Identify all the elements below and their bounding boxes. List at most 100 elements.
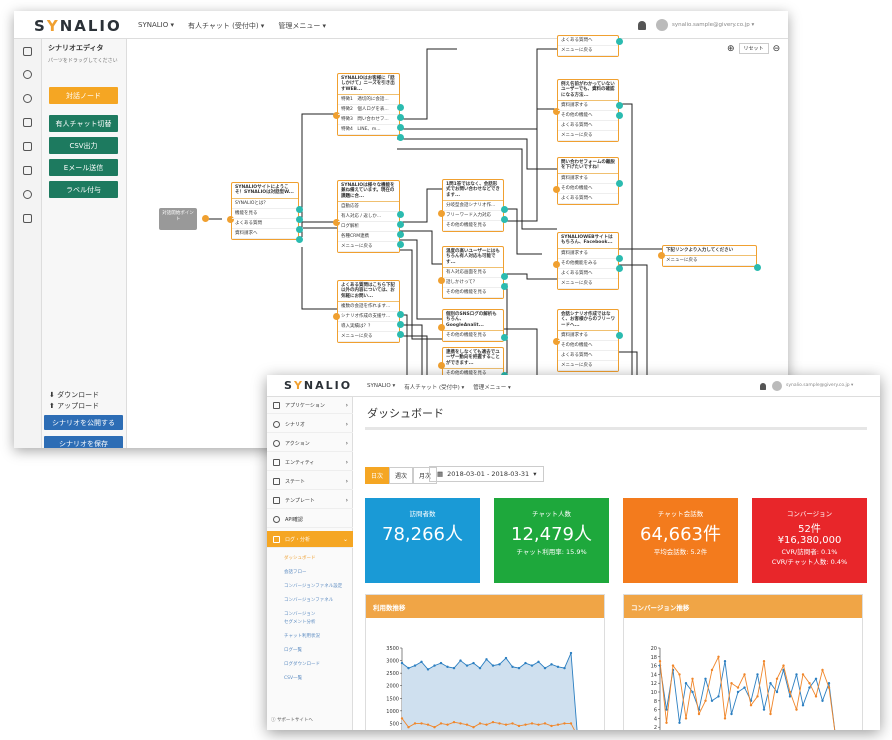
dialog-node[interactable]: 個別のSNSログの解析もちろん、GoogleAnalit... その他の機能を見…: [438, 309, 508, 343]
dialog-node[interactable]: 1問1答ではなく、会話形式でお問い合わせなどできます... 分岐型会話シナリオ作…: [438, 179, 508, 233]
dialog-node[interactable]: SYNALIOはお客様に「話しかけて」ニーズを引き出すWEB... 特徴1 適切…: [333, 73, 404, 141]
node-out-port[interactable]: [296, 236, 303, 243]
node-in-port[interactable]: [438, 362, 445, 369]
submenu-log-download[interactable]: ログダウンロード: [284, 662, 320, 667]
node-out-port[interactable]: [616, 255, 623, 262]
node-out-port[interactable]: [397, 221, 404, 228]
avatar[interactable]: [656, 19, 668, 31]
nav-live-chat-menu[interactable]: 有人チャット (受付中) ▾: [404, 385, 465, 391]
submenu-funnel[interactable]: コンバージョンファネル: [284, 598, 334, 603]
table-icon[interactable]: [23, 118, 32, 127]
dialog-node[interactable]: 温度の高いユーザーにはもちろん有人対応も可能です... 有人対応画面を見る 話し…: [438, 246, 508, 300]
dialog-node[interactable]: SYNALIOは様々な機能を兼ね備えています。現在の課題に合... 自動応答 有…: [333, 180, 404, 254]
node-out-port[interactable]: [616, 332, 623, 339]
node-out-port[interactable]: [616, 102, 623, 109]
save-scenario-button[interactable]: シナリオを保存: [44, 436, 123, 448]
node-out-port[interactable]: [397, 134, 404, 141]
target-icon[interactable]: [23, 94, 32, 103]
nav-admin-menu[interactable]: 管理メニュー ▾: [473, 385, 511, 391]
publish-scenario-button[interactable]: シナリオを公開する: [44, 415, 123, 430]
node-in-port[interactable]: [553, 108, 560, 115]
node-in-port[interactable]: [438, 210, 445, 217]
node-in-port[interactable]: [333, 112, 340, 119]
submenu-chat-usage[interactable]: チャット利用状況: [284, 634, 320, 639]
sidebar-item-template[interactable]: テンプレート›: [267, 492, 353, 509]
node-in-port[interactable]: [333, 313, 340, 320]
node-in-port[interactable]: [553, 338, 560, 345]
nav-admin-menu[interactable]: 管理メニュー ▾: [278, 22, 327, 30]
submenu-conversion[interactable]: コンバージョン: [284, 612, 316, 617]
dialog-node[interactable]: 問い合わせフォームの離脱を下げたいですね！ 資料請求する その他の機能へ よくあ…: [553, 157, 623, 205]
node-out-port[interactable]: [397, 231, 404, 238]
node-in-port[interactable]: [438, 277, 445, 284]
node-out-port[interactable]: [754, 264, 761, 271]
node-out-port[interactable]: [501, 216, 508, 223]
node-out-port[interactable]: [397, 114, 404, 121]
node-in-port[interactable]: [438, 324, 445, 331]
archive-icon[interactable]: [23, 214, 32, 223]
node-out-port[interactable]: [397, 331, 404, 338]
submenu-segment-analysis[interactable]: セグメント分析: [284, 620, 316, 625]
node-out-port[interactable]: [397, 241, 404, 248]
user-menu[interactable]: synalio.sample@givery.co.jp ▾: [672, 22, 755, 28]
sidebar-item-log-analysis[interactable]: ログ・分析⌄: [267, 531, 353, 548]
node-out-port[interactable]: [296, 216, 303, 223]
cube-icon[interactable]: [23, 47, 32, 56]
nav-live-chat-menu[interactable]: 有人チャット (受付中) ▾: [187, 22, 265, 30]
sidebar-item-api[interactable]: API確認: [267, 511, 353, 528]
node-out-port[interactable]: [296, 226, 303, 233]
synalio-logo[interactable]: SYNALIO: [34, 17, 122, 35]
node-out-port[interactable]: [501, 206, 508, 213]
node-out-port[interactable]: [397, 321, 404, 328]
node-out-port[interactable]: [501, 334, 508, 341]
submenu-conversation-flow[interactable]: 会話フロー: [284, 570, 307, 575]
submenu-funnel-settings[interactable]: コンバージョンファネル設定: [284, 584, 343, 589]
synalio-logo[interactable]: SYNALIO: [284, 379, 353, 392]
submenu-dashboard[interactable]: ダッシュボード: [284, 556, 316, 561]
support-link[interactable]: ⓘ サポートサイトへ: [271, 718, 313, 723]
sidebar-item-state[interactable]: ステート›: [267, 473, 353, 490]
csv-output-button[interactable]: CSV出力: [49, 137, 118, 154]
sidebar-item-action[interactable]: アクション›: [267, 435, 353, 452]
sidebar-item-scenario[interactable]: シナリオ›: [267, 416, 353, 433]
node-out-port[interactable]: [397, 104, 404, 111]
dialog-start-point[interactable]: 対話開始ポイント: [159, 208, 197, 230]
book-icon[interactable]: [23, 166, 32, 175]
email-send-button[interactable]: Eメール送信: [49, 159, 118, 176]
node-in-port[interactable]: [553, 261, 560, 268]
dialog-node[interactable]: よくある質問はこちら下記以外の内容については、お気軽にお問い... 複数の会話を…: [333, 280, 404, 344]
label-add-button[interactable]: ラベル付与: [49, 181, 118, 198]
bell-icon[interactable]: [638, 21, 646, 30]
date-range-picker[interactable]: ▦ 2018-03-01 - 2018-03-31 ▾: [429, 466, 545, 482]
node-out-port[interactable]: [616, 180, 623, 187]
download-link[interactable]: ⬇ ダウンロード: [49, 391, 100, 399]
nav-synalio-menu[interactable]: SYNALIO ▾: [367, 383, 396, 389]
dialog-node[interactable]: よくある質問へ メニューに戻る: [557, 35, 623, 57]
node-out-port[interactable]: [501, 283, 508, 290]
dialog-node[interactable]: SYNALIOサイトにようこそ！SYNALIOは対話型W... SYNALIOと…: [227, 182, 303, 243]
dialog-node[interactable]: SYNALIOWEBサイトはもちろん、Facebook... 資料請求する その…: [553, 232, 623, 290]
tab-monthly[interactable]: 月次: [413, 467, 438, 484]
sidebar-item-entity[interactable]: エンティティ›: [267, 454, 353, 471]
node-in-port[interactable]: [658, 252, 665, 259]
node-in-port[interactable]: [333, 219, 340, 226]
live-chat-switch-button[interactable]: 有人チャット切替: [49, 115, 118, 132]
chat-icon[interactable]: [23, 70, 32, 79]
dialog-node-button[interactable]: 対話ノード: [49, 87, 118, 104]
bell-icon[interactable]: [760, 383, 766, 390]
node-out-port[interactable]: [397, 311, 404, 318]
start-out-port[interactable]: [202, 215, 209, 222]
node-out-port[interactable]: [616, 38, 623, 45]
node-out-port[interactable]: [616, 265, 623, 272]
node-out-port[interactable]: [397, 211, 404, 218]
node-out-port[interactable]: [397, 124, 404, 131]
submenu-log-list[interactable]: ログ一覧: [284, 648, 302, 653]
dialog-node[interactable]: 下記リンクより入力してください メニューに戻る: [658, 245, 761, 271]
dialog-node[interactable]: 会話シナリオ作成ではなく、お客様からのフリーワードへ... 資料請求する その他…: [553, 309, 623, 373]
submenu-csv-list[interactable]: CSV一覧: [284, 676, 303, 681]
node-in-port[interactable]: [553, 186, 560, 193]
zoom-in-icon[interactable]: ⊕: [727, 43, 735, 54]
nav-synalio-menu[interactable]: SYNALIO ▾: [138, 21, 174, 29]
upload-link[interactable]: ⬆ アップロード: [49, 402, 100, 410]
user-menu[interactable]: synalio.sample@givery.co.jp ▾: [786, 383, 854, 388]
